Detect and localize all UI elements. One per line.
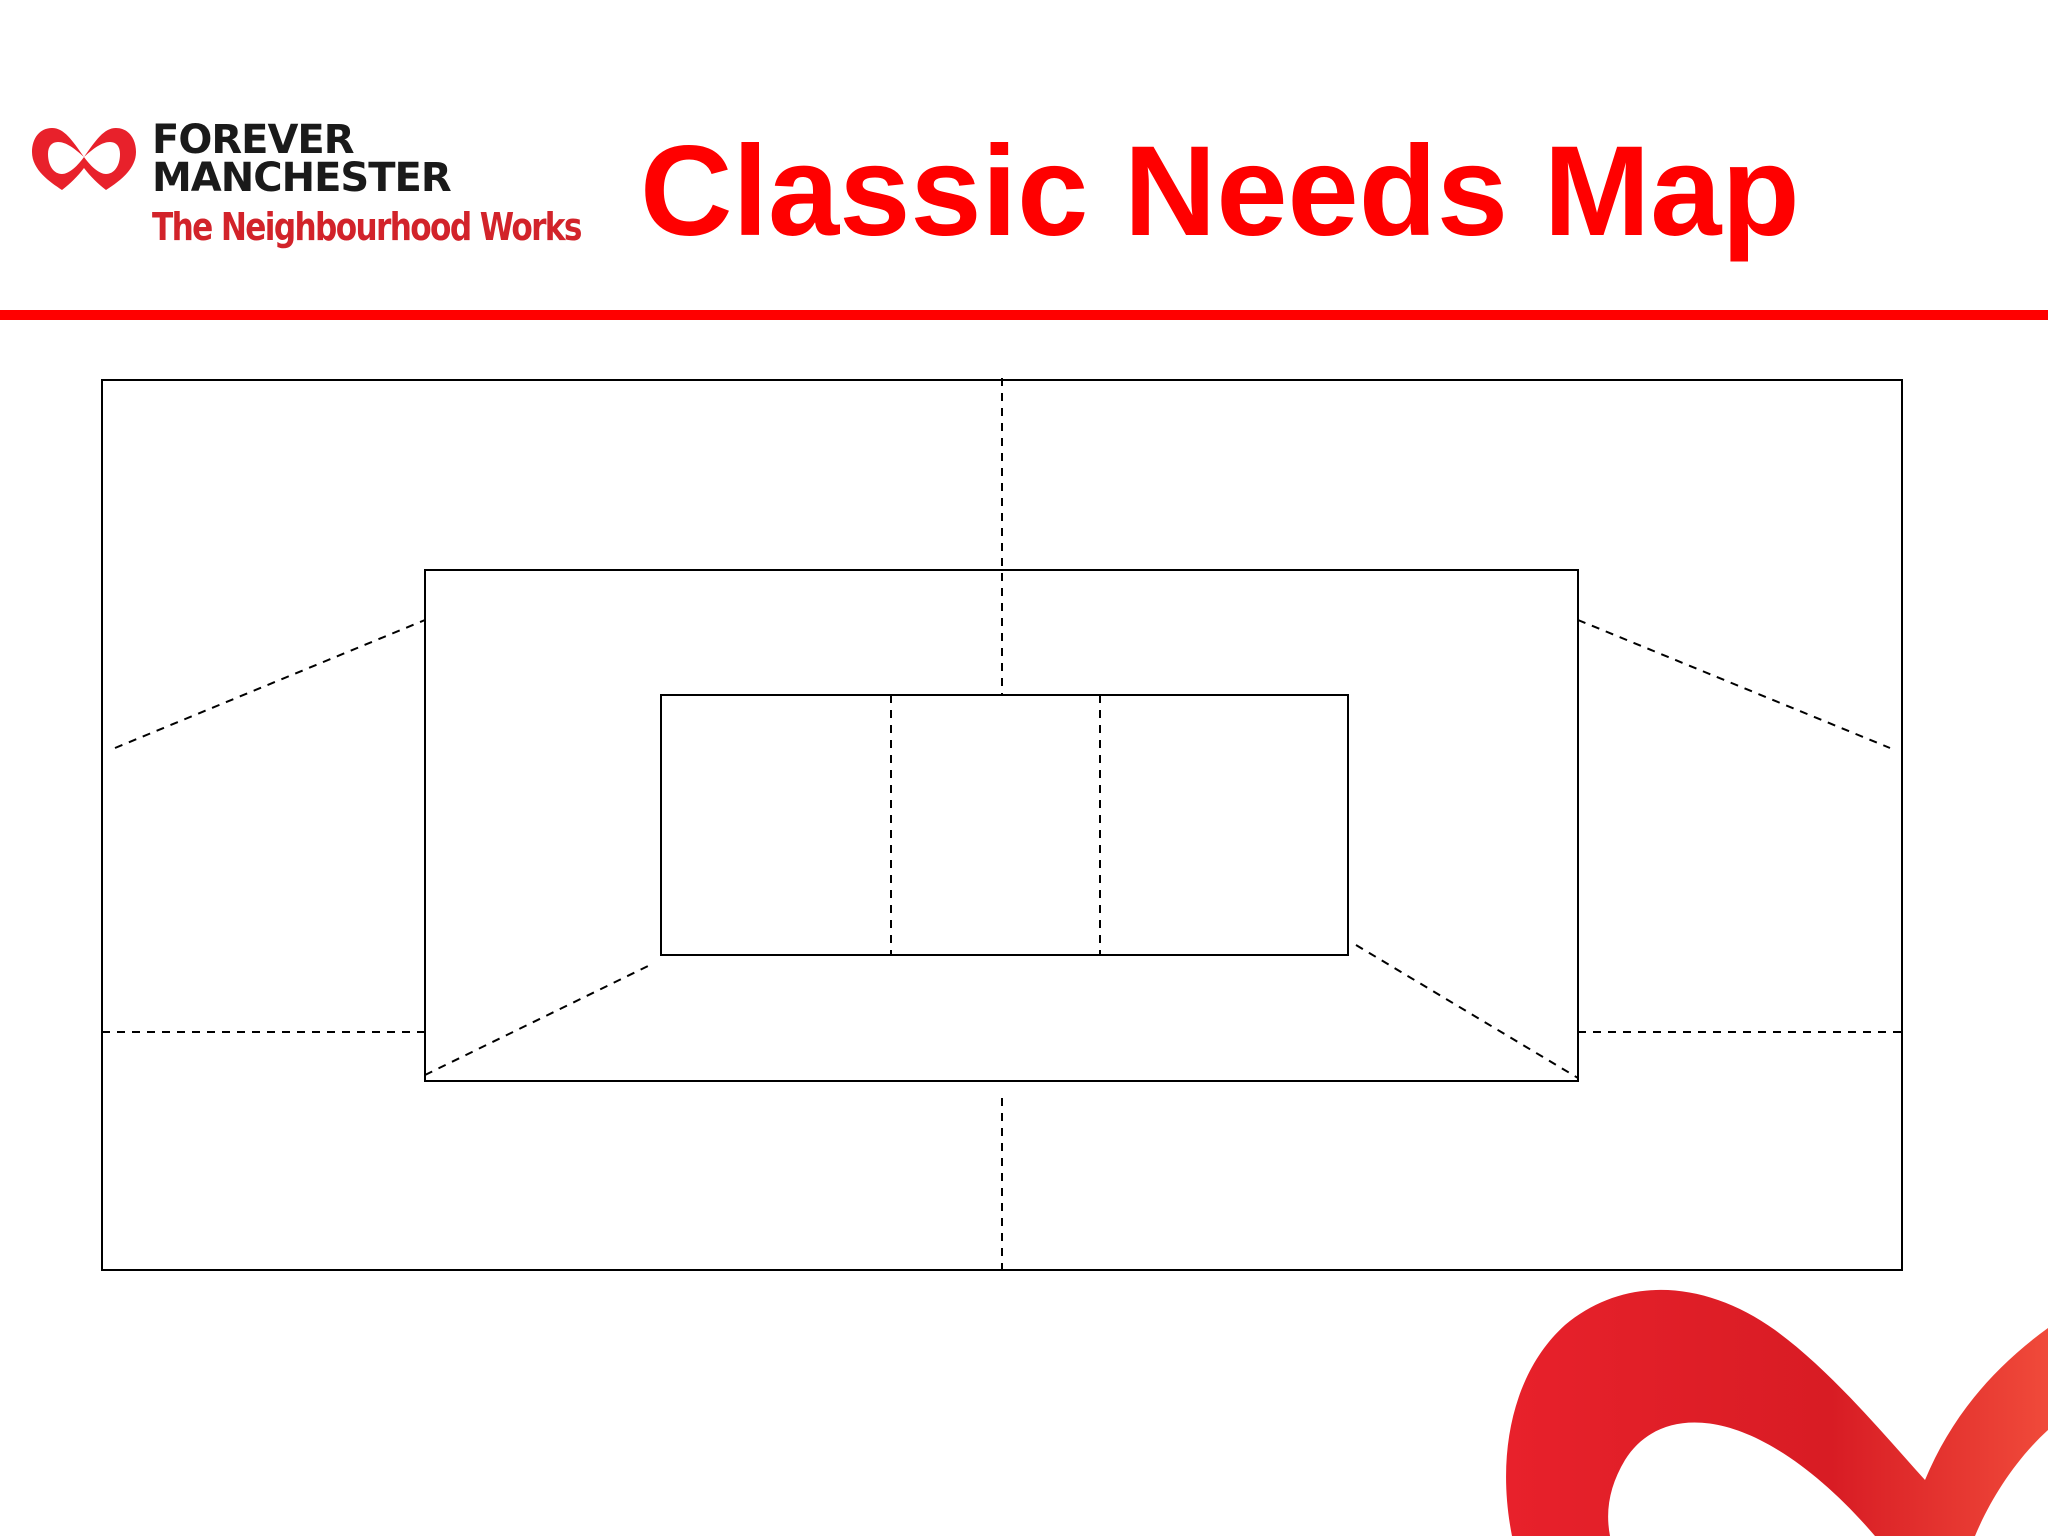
infinity-heart-icon [32, 128, 136, 190]
inner-frame [660, 694, 1349, 956]
logo-tagline: The Neighbourhood Works [152, 205, 582, 249]
divider-upper-right-diagonal [1577, 619, 1891, 749]
divider-lower-right-diagonal [1355, 944, 1579, 1079]
header-divider [0, 310, 2048, 320]
logo-line-forever: FOREVER [152, 117, 355, 163]
forever-manchester-logo: FOREVER MANCHESTER The Neighbourhood Wor… [28, 118, 588, 268]
middle-frame [424, 569, 1579, 1082]
divider-upper-left-diagonal [114, 619, 426, 749]
logo-line-manchester: MANCHESTER [152, 155, 452, 201]
divider-lower-left-diagonal [424, 965, 649, 1076]
page-title: Classic Needs Map [640, 120, 1800, 263]
